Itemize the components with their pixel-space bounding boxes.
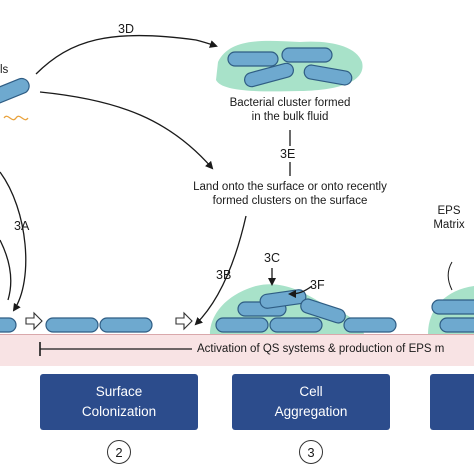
stage-3-title-line1: Cell (299, 384, 323, 399)
land-label-line1: Land onto the surface or onto recently (193, 181, 387, 193)
bacterium-attached (99, 317, 153, 333)
arrow-3a (0, 171, 27, 312)
bacterium (439, 317, 474, 333)
stage-box-cell-aggregation: Cell Aggregation (232, 374, 390, 430)
eps-pointer (447, 261, 453, 291)
bacterium (281, 47, 333, 63)
stage-box-surface-colonization: Surface Colonization (40, 374, 198, 430)
eps-label-line1: EPS (437, 205, 461, 217)
bacterium-attached (45, 317, 99, 333)
bacterium (303, 64, 353, 86)
free-cells-label: ls (0, 64, 9, 76)
arrow-3f (288, 285, 313, 298)
bacterium-free (0, 77, 30, 105)
progress-arrow-icon (25, 311, 43, 331)
stage-number-3: 3 (299, 440, 323, 464)
bacterium (431, 299, 474, 315)
bacterium (244, 62, 294, 88)
stage-2-title-line2: Colonization (81, 404, 157, 419)
qs-activation-label: Activation of QS systems & production of… (197, 343, 445, 355)
step-3a-label: 3A (14, 219, 30, 233)
surface-cluster (215, 289, 346, 333)
land-on-surface-label: Land onto the surface or onto recently f… (178, 180, 402, 208)
bacterium (215, 317, 269, 333)
stage-3-title-line2: Aggregation (274, 404, 348, 419)
bulk-cluster (227, 47, 353, 88)
step-3c-label: 3C (264, 251, 280, 265)
arrow-3b (194, 215, 247, 326)
bacterium (300, 298, 346, 324)
bacterium-attached (0, 317, 17, 333)
bacterium (269, 317, 323, 333)
step-3b-label: 3B (216, 268, 232, 282)
bacterium (227, 51, 279, 67)
right-cluster (431, 299, 474, 333)
surface-band (0, 334, 474, 366)
bulk-cluster-label-line1: Bacterial cluster formed (229, 97, 351, 109)
step-3d-label: 3D (118, 22, 134, 36)
arrow-to-land (39, 91, 214, 170)
progress-arrow-icon (175, 311, 193, 331)
bulk-cluster-label-line2: in the bulk fluid (251, 111, 329, 123)
eps-label-line2: Matrix (433, 219, 465, 231)
stage-box-partial (430, 374, 474, 430)
arrow-3d (35, 34, 218, 75)
flagellum (3, 115, 29, 121)
bacterium-attached (343, 317, 397, 333)
step-3e-label: 3E (280, 147, 296, 161)
bulk-cluster-label: Bacterial cluster formed in the bulk flu… (210, 96, 370, 124)
arrow-3a-return (0, 239, 12, 301)
eps-matrix-label: EPS Matrix (424, 204, 474, 232)
stage-number-2: 2 (107, 440, 131, 464)
land-label-line2: formed clusters on the surface (212, 195, 368, 207)
stage-2-title-line1: Surface (95, 384, 143, 399)
step-3f-label: 3F (310, 278, 325, 292)
